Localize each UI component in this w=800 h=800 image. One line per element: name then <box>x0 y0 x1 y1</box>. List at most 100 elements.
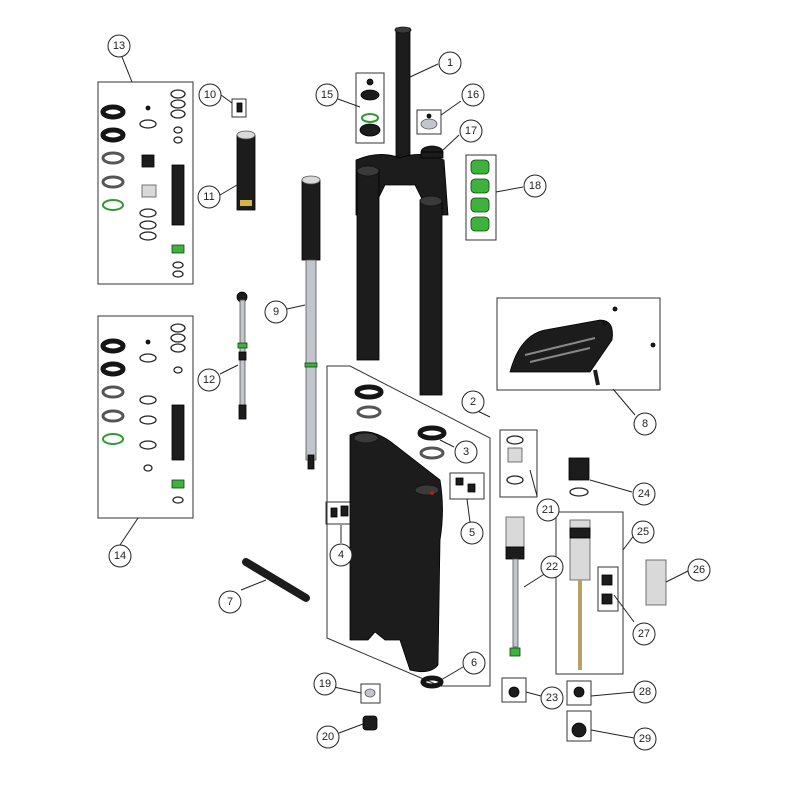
cap-17 <box>420 145 444 159</box>
lower-leg-box <box>326 365 491 687</box>
part-24 <box>568 457 590 497</box>
callout-label-24: 24 <box>638 488 650 500</box>
kit-13-parts <box>100 89 186 278</box>
callout-4: 4 <box>329 543 353 567</box>
callout-12: 12 <box>197 368 221 392</box>
part-20 <box>362 715 378 731</box>
callout-label-14: 14 <box>114 550 126 562</box>
spring-shaft-9 <box>301 175 321 470</box>
lower-leg <box>349 431 443 673</box>
callout-5: 5 <box>460 521 484 545</box>
callout-label-15: 15 <box>321 89 333 101</box>
callout-17: 17 <box>459 119 483 143</box>
seal-2 <box>354 384 384 419</box>
cartridge-11 <box>236 130 256 211</box>
callout-label-3: 3 <box>463 446 469 458</box>
callout-label-13: 13 <box>113 40 125 52</box>
part-19-box <box>360 683 381 704</box>
callout-24: 24 <box>632 482 656 506</box>
callout-13: 13 <box>107 34 131 58</box>
callout-label-11: 11 <box>203 191 214 203</box>
callout-11: 11 <box>197 185 221 209</box>
callout-label-22: 22 <box>546 561 558 573</box>
callout-26: 26 <box>687 558 711 582</box>
damper-25-box <box>555 511 624 675</box>
callout-label-5: 5 <box>469 527 475 539</box>
callout-label-27: 27 <box>638 628 650 640</box>
spacers-18 <box>470 159 490 232</box>
callout-label-19: 19 <box>319 678 331 690</box>
part-10 <box>236 102 243 113</box>
fender-8-box <box>496 297 661 391</box>
callout-label-16: 16 <box>467 89 479 101</box>
seal-3 <box>417 425 447 460</box>
callout-27: 27 <box>632 622 656 646</box>
callout-10: 10 <box>198 83 222 107</box>
callout-label-10: 10 <box>204 89 216 101</box>
callout-14: 14 <box>108 544 132 568</box>
bolts-4 <box>330 505 349 518</box>
callout-2: 2 <box>461 390 485 414</box>
kit-13-box <box>97 81 194 285</box>
callout-16: 16 <box>461 83 485 107</box>
callout-6: 6 <box>462 651 486 675</box>
callout-21: 21 <box>536 498 560 522</box>
part-27-box <box>597 566 619 612</box>
callout-29: 29 <box>633 727 657 751</box>
callout-label-7: 7 <box>227 596 233 608</box>
callout-label-20: 20 <box>322 731 334 743</box>
callout-label-25: 25 <box>637 526 649 538</box>
callout-label-8: 8 <box>642 418 648 430</box>
callout-label-6: 6 <box>471 657 477 669</box>
callout-9: 9 <box>264 300 288 324</box>
callout-label-9: 9 <box>273 306 279 318</box>
callout-label-21: 21 <box>542 504 554 516</box>
part-23-box <box>501 677 527 703</box>
part-29 <box>571 722 587 738</box>
callout-1: 1 <box>438 51 462 75</box>
callout-19: 19 <box>313 672 337 696</box>
sleeve-26 <box>645 559 667 606</box>
kit-14-parts <box>100 323 186 504</box>
callout-label-26: 26 <box>693 564 705 576</box>
part-5-box <box>449 472 485 500</box>
callout-23: 23 <box>540 686 564 710</box>
callout-25: 25 <box>631 520 655 544</box>
callout-8: 8 <box>633 412 657 436</box>
crown-steerer-assembly <box>355 26 449 396</box>
part-23 <box>508 686 520 698</box>
callout-7: 7 <box>218 590 242 614</box>
shaft-12 <box>236 291 248 420</box>
part-21 <box>506 435 524 485</box>
damper-25 <box>569 519 591 670</box>
part-19 <box>364 688 376 698</box>
part-15-box <box>355 72 385 144</box>
damper-shaft-22 <box>505 516 525 657</box>
part-16 <box>420 113 438 130</box>
callout-label-23: 23 <box>546 692 558 704</box>
callout-22: 22 <box>540 555 564 579</box>
callout-label-1: 1 <box>447 57 453 69</box>
part-27 <box>601 574 613 605</box>
callout-label-2: 2 <box>470 396 476 408</box>
callout-label-17: 17 <box>465 125 477 137</box>
part-16-box <box>416 109 442 135</box>
part-29-box <box>566 710 592 742</box>
bolts-5 <box>455 477 476 493</box>
callout-20: 20 <box>316 725 340 749</box>
callout-label-12: 12 <box>203 374 215 386</box>
callout-15: 15 <box>315 83 339 107</box>
callout-label-29: 29 <box>639 733 651 745</box>
callout-label-18: 18 <box>529 180 541 192</box>
callout-3: 3 <box>454 440 478 464</box>
callout-label-4: 4 <box>338 549 344 561</box>
callout-label-28: 28 <box>639 686 651 698</box>
washer-6 <box>420 675 444 689</box>
part-28 <box>573 686 585 698</box>
axle-7 <box>242 558 310 602</box>
part-28-box <box>566 680 592 706</box>
fender-8 <box>509 306 656 386</box>
part-18-box <box>465 154 497 241</box>
kit-14-box <box>97 315 194 519</box>
callout-18: 18 <box>523 174 547 198</box>
